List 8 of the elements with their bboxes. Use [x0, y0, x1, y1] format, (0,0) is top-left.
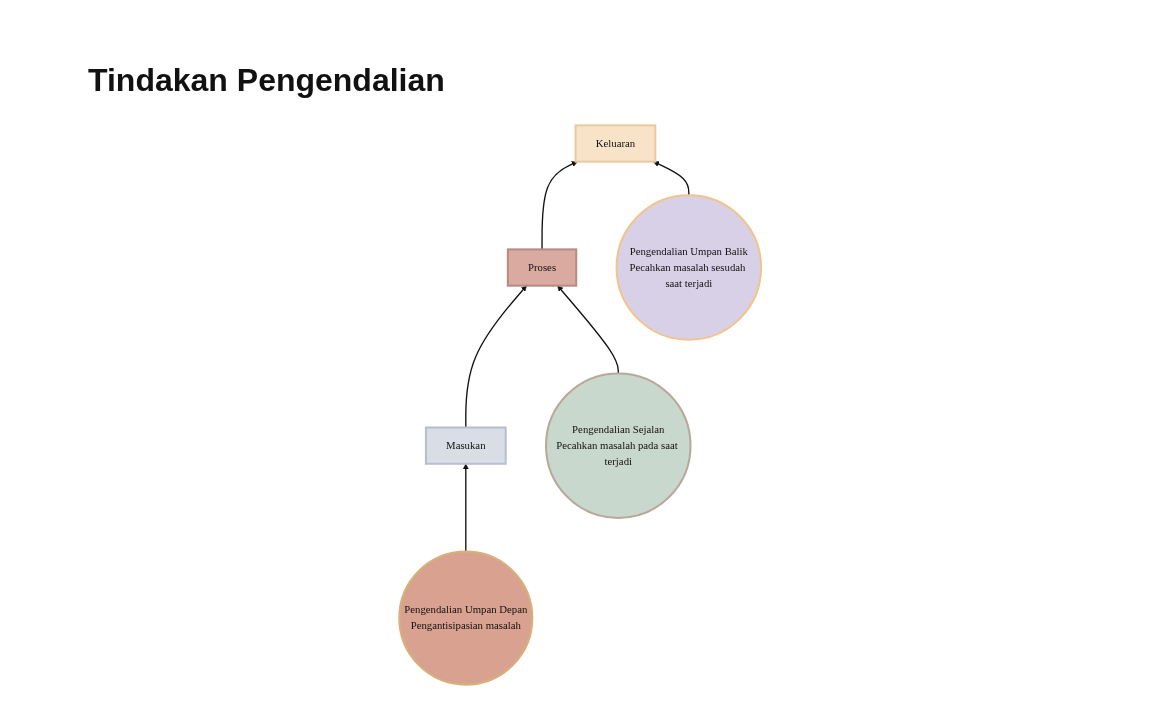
node-box: Proses: [506, 248, 578, 287]
node-box: Masukan: [424, 426, 507, 465]
node-circle: Pengendalian Umpan Depan Pengantisipasian masalah: [398, 550, 534, 686]
node-circle: Pengendalian Sejalan Pecahkan masalah pada saat terjadi: [544, 372, 692, 519]
arrow: [653, 161, 690, 196]
slide-title: Tindakan Pengendalian: [88, 62, 445, 99]
node-circle: Pengendalian Umpan Balik Pecahkan masalah sesudah saat terjadi: [615, 194, 762, 341]
node-box: Keluaran: [574, 124, 657, 163]
